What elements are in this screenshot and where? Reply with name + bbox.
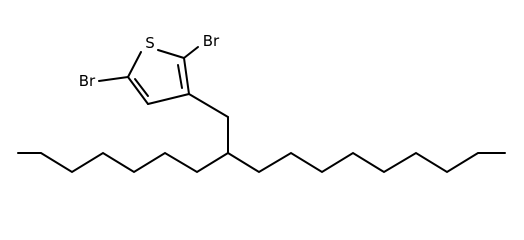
bond-c4-c5-inner bbox=[134, 78, 149, 97]
bond-c3-c4 bbox=[147, 93, 190, 105]
thiophene-ring bbox=[127, 49, 190, 105]
bond-s-c2 bbox=[157, 49, 185, 59]
structure-canvas: S Br Br bbox=[17, 32, 506, 174]
bromine-bonds bbox=[98, 46, 199, 82]
bond-c5-s bbox=[127, 51, 142, 78]
octyl-zigzag bbox=[227, 151, 506, 174]
bromine-label-left: Br bbox=[79, 72, 96, 90]
side-chain-linker bbox=[188, 93, 229, 154]
bromine-label-top: Br bbox=[203, 32, 220, 50]
bond-c2-c3 bbox=[183, 57, 190, 95]
bond-c4-c5 bbox=[127, 76, 149, 105]
bond-c2-br bbox=[183, 46, 199, 59]
molecule-drawing: S Br Br bbox=[17, 32, 506, 174]
bond-c2-c3-inner bbox=[177, 64, 183, 89]
bond-c5-br bbox=[98, 76, 129, 82]
octyl-chain bbox=[227, 151, 506, 174]
hexyl-chain bbox=[17, 151, 229, 174]
hexyl-zigzag bbox=[17, 151, 229, 174]
bond-c3-ch2 bbox=[188, 93, 229, 118]
sulfur-label: S bbox=[145, 34, 155, 52]
